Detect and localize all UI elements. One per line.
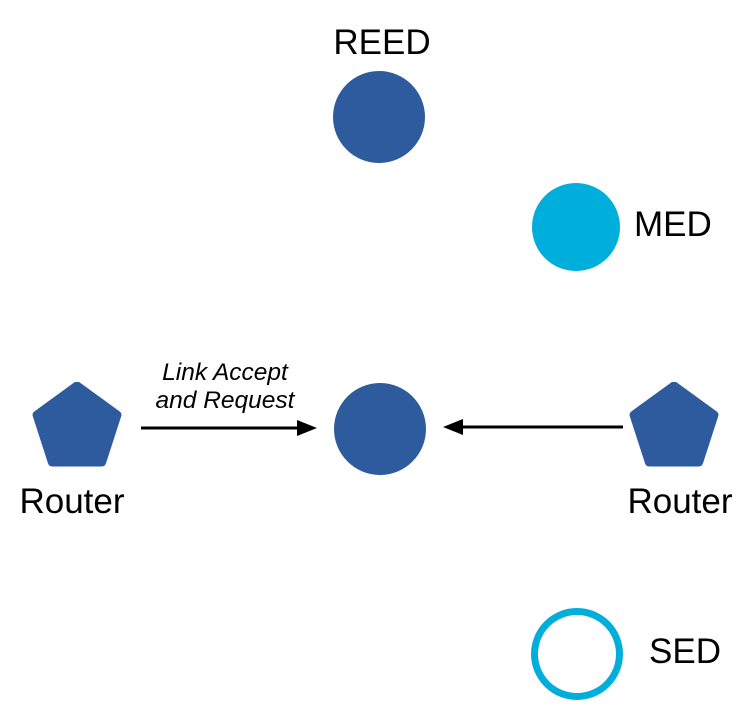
sed-label: SED bbox=[649, 632, 721, 671]
router-right-pentagon bbox=[628, 382, 720, 470]
router-left-pentagon bbox=[31, 382, 123, 470]
reed-label: REED bbox=[333, 23, 431, 62]
router-right-label: Router bbox=[627, 482, 733, 521]
right-arrow bbox=[443, 419, 623, 435]
med-label: MED bbox=[634, 205, 712, 244]
med-node-circle bbox=[532, 183, 620, 271]
router-left-label: Router bbox=[19, 482, 125, 521]
left-arrow bbox=[141, 420, 317, 436]
parent-node-circle bbox=[334, 383, 426, 475]
edge-label-line2: and Request bbox=[155, 386, 295, 414]
edge-label-line1: Link Accept bbox=[162, 359, 288, 386]
reed-node-circle bbox=[333, 71, 425, 163]
sed-node-circle bbox=[531, 608, 623, 700]
edge-label: Link Accept and Request bbox=[156, 359, 295, 414]
